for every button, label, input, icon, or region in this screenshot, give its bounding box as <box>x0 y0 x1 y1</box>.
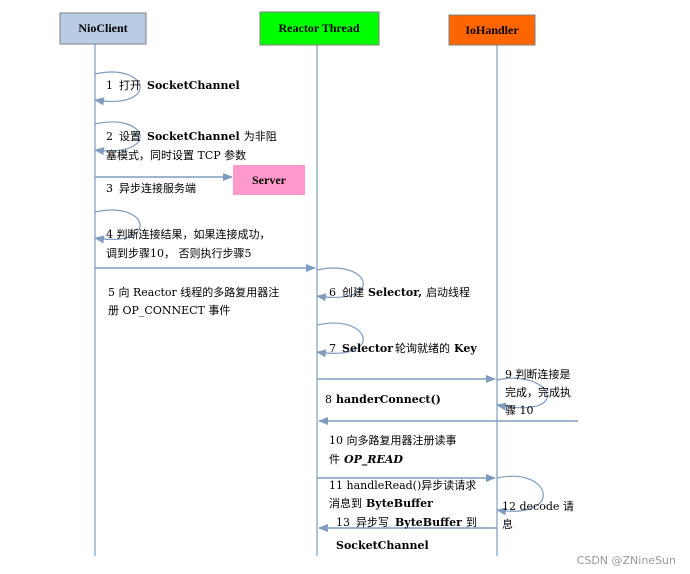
reactor-thread-label: Reactor Thread <box>279 21 360 35</box>
server-box: Server <box>233 165 305 195</box>
step5-label-line2: 册 OP_CONNECT 事件 <box>108 304 230 317</box>
step5-label: 5 向 Reactor 线程的多路复用器注 <box>108 285 279 299</box>
step4-loop <box>94 209 141 244</box>
nioclient-label: NioClient <box>78 21 127 35</box>
step9-label-line2: 完成，完成执 <box>505 385 571 399</box>
step13-label-line2: SocketChannel <box>336 539 429 552</box>
step2-loop <box>94 121 141 156</box>
step12-label: 12 decode 请 <box>502 500 574 513</box>
step6-loop <box>316 267 364 302</box>
iohandler-header: IoHandler <box>448 14 536 46</box>
step9-label-line3: 骤 10 <box>505 404 534 417</box>
step9-label: 9 判断连接是 <box>505 367 571 381</box>
step10-label: 10 向多路复用器注册读事 <box>329 433 457 447</box>
step12-loop <box>496 475 544 516</box>
step2-label-line2: 塞模式，同时设置 TCP 参数 <box>106 148 246 162</box>
reactor-thread-header: Reactor Thread <box>259 11 380 46</box>
watermark: CSDN @ZNineSun <box>577 554 676 567</box>
server-label: Server <box>252 173 287 187</box>
nioclient-header: NioClient <box>59 12 147 45</box>
step1-loop <box>94 71 141 106</box>
step12-label-line2: 息 <box>502 517 513 531</box>
step4-label: 4 判断连接结果，如果连接成功， <box>106 227 271 241</box>
iohandler-label: IoHandler <box>465 23 519 37</box>
step11-label: 11 handleRead()异步读请求 <box>329 478 476 492</box>
step7-loop <box>316 322 364 358</box>
step9-loop <box>496 377 548 411</box>
step4-label-line2: 调到步骤10， 否则执行步骤5 <box>106 246 252 260</box>
